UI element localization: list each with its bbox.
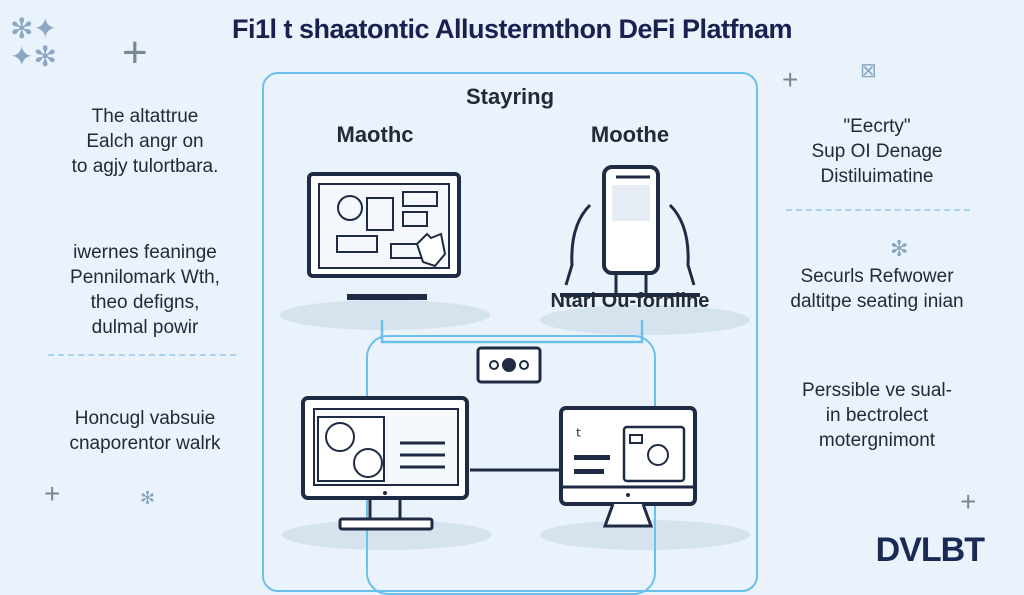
shadow (540, 305, 750, 335)
text-line: "Eecrty" (843, 116, 911, 137)
brand-logo: DVLBT (875, 531, 985, 569)
text-line: in bectrolect (825, 405, 929, 426)
text-line: cnaporentor walrk (69, 433, 221, 454)
text-line: Distiluimatine (820, 166, 934, 187)
plus-icon: + (960, 486, 977, 517)
mobile-caption: Ntari Ou-fornline (550, 290, 710, 312)
svg-text:ᵗ: ᵗ (576, 424, 582, 448)
text-line: dulmal powir (91, 317, 199, 338)
square-icon: ⊠ (860, 60, 877, 82)
plus-icon: + (44, 478, 61, 509)
right-text-block-1: "Eecrty" Sup OI Denage Distiluimatine (772, 114, 982, 189)
left-text-block-1: The altattrue Ealch angr on to agjy tulo… (40, 104, 250, 179)
center-heading: Stayring (465, 84, 555, 109)
snowflake-icon: ✻ (890, 236, 909, 261)
text-line: iwernes feaninge (73, 242, 217, 263)
desktop-computer-icon (301, 396, 469, 531)
text-line: to agjy tulortbara. (71, 156, 219, 177)
text-line: Ealch angr on (86, 131, 204, 152)
right-text-block-2: Securls Refwower daltitpe seating inian (772, 264, 982, 314)
text-line: Sup OI Denage (811, 141, 943, 162)
desktop-label: Maothc (336, 122, 414, 147)
desktop-monitor-icon (307, 172, 461, 300)
text-line: theo defigns, (90, 292, 200, 313)
snowflake-icon: ✦✻ (10, 41, 57, 72)
secure-hub-icon[interactable] (476, 346, 542, 384)
divider (48, 354, 236, 356)
text-line: motergnimont (818, 430, 936, 451)
mobile-phone-icon (560, 165, 700, 297)
text-line: Securls Refwower (800, 266, 954, 287)
plus-icon: + (122, 28, 148, 77)
left-text-block-3: Honcugl vabsuie cnaporentor walrk (40, 406, 250, 456)
page-title: Fi1l t shaatontic Allustermthon DeFi Pla… (231, 14, 793, 44)
secondary-computer-icon: ᵗ (559, 406, 697, 528)
snowflake-icon: ✻✦ (10, 13, 57, 44)
plus-icon: + (782, 64, 799, 95)
left-text-block-2: iwernes feaninge Pennilomark Wth, theo d… (40, 240, 250, 340)
snowflake-icon: ✻ (140, 488, 156, 508)
text-line: Pennilomark Wth, (70, 267, 220, 288)
mobile-label: Moothe (590, 122, 670, 147)
divider (786, 209, 970, 211)
text-line: The altattrue (91, 106, 199, 127)
shadow (280, 300, 490, 330)
text-line: Honcugl vabsuie (74, 408, 216, 429)
text-line: daltitpe seating inian (790, 291, 964, 312)
right-text-block-3: Perssible ve sual- in bectrolect motergn… (772, 378, 982, 453)
text-line: Perssible ve sual- (802, 380, 952, 401)
